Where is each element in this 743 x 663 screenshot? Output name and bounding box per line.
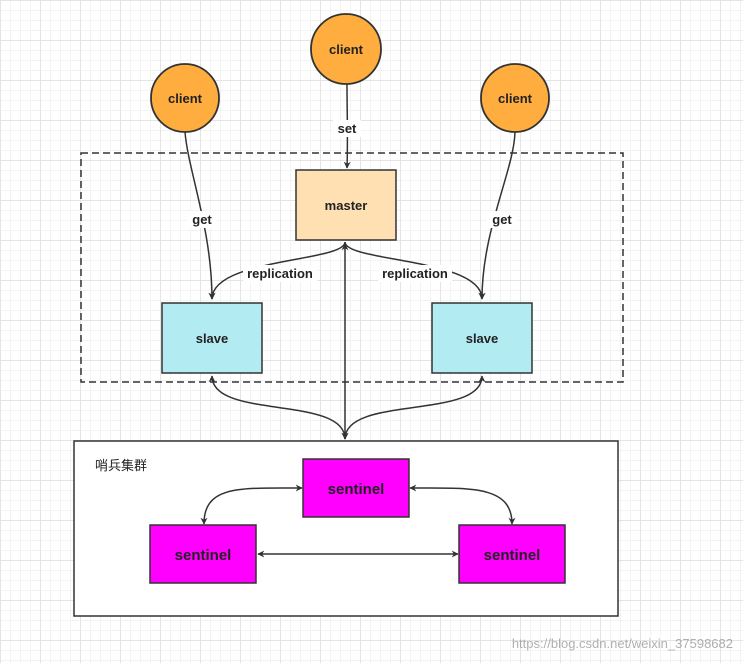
edge-label-get-left: get	[192, 212, 212, 227]
slave-node-left-label: slave	[196, 331, 229, 346]
client-node-center-label: client	[329, 42, 364, 57]
edge-client-to-slave-left	[184, 131, 216, 300]
edge-master-to-slave-left	[208, 241, 346, 300]
sentinel-node-right: sentinel	[458, 524, 566, 584]
edge-sentinel-slave-left	[208, 375, 349, 440]
watermark: https://blog.csdn.net/weixin_37598682	[511, 636, 733, 651]
edge-label-get-right: get	[492, 212, 512, 227]
sentinel-cluster-label: 哨兵集群	[95, 458, 147, 474]
replication-group-container	[80, 152, 624, 383]
sentinel-node-top-label: sentinel	[328, 481, 385, 498]
edge-master-to-slave-right	[344, 241, 486, 300]
edge-sentinel-top-left	[200, 484, 303, 525]
client-node-left-label: client	[168, 91, 203, 106]
client-node-left: client	[150, 63, 220, 133]
client-node-right: client	[480, 63, 550, 133]
client-node-center: client	[310, 13, 382, 85]
master-node: master	[295, 169, 397, 241]
slave-node-right-label: slave	[466, 331, 499, 346]
slave-node-left: slave	[161, 302, 263, 374]
client-node-right-label: client	[498, 91, 533, 106]
sentinel-node-right-label: sentinel	[484, 547, 541, 564]
edge-sentinel-top-right	[409, 484, 516, 525]
slave-node-right: slave	[431, 302, 533, 374]
edge-client-to-slave-right	[478, 131, 516, 300]
sentinel-node-left: sentinel	[149, 524, 257, 584]
edge-label-replication-left: replication	[247, 266, 313, 281]
edge-sentinel-slave-right	[341, 375, 486, 440]
master-node-label: master	[325, 198, 368, 213]
sentinel-node-left-label: sentinel	[175, 547, 232, 564]
edge-label-replication-right: replication	[382, 266, 448, 281]
edge-label-set: set	[338, 121, 357, 136]
sentinel-node-top: sentinel	[302, 458, 410, 518]
